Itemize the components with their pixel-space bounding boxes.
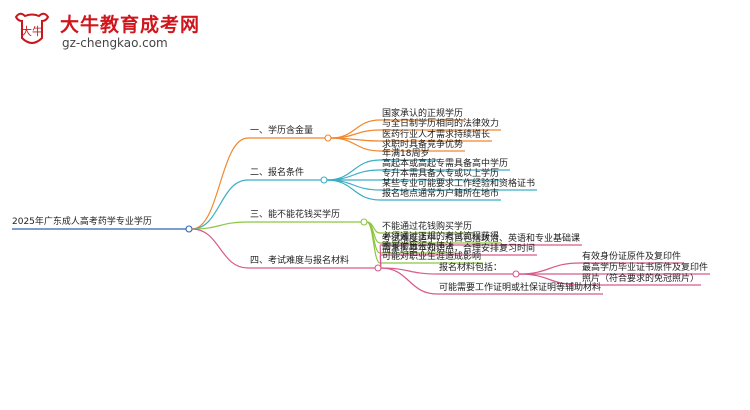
brand-url[interactable]: gz-chengkao.com: [62, 36, 168, 50]
branch-1-item-3-link: [326, 179, 381, 191]
branch-1-item-4-link: [326, 179, 381, 201]
branch-3-tail-0[interactable]: 可能需要工作证明或社保证明等辅助材料: [439, 283, 602, 293]
branch-1-label[interactable]: 二、报名条件: [250, 168, 305, 178]
branch-3-sub-item-2-link: [518, 273, 581, 286]
branch-3-label[interactable]: 四、考试难度与报名材料: [250, 256, 350, 266]
branch-0-connector-dot: [324, 134, 332, 142]
branch-2-item-3[interactable]: 可能对职业生涯造成影响: [382, 252, 482, 262]
branch-1-item-1-link: [326, 169, 381, 181]
branch-3-item-1[interactable]: 需掌握基本知识点，合理安排复习时间: [382, 244, 536, 254]
branch-0-label[interactable]: 一、学历含金量: [250, 126, 314, 136]
branch-0-item-3[interactable]: 求职时具备竞争优势: [382, 140, 464, 150]
branch-0-item-1[interactable]: 与全日制学历相同的法律效力: [382, 119, 500, 129]
branch-3-sub-item-2[interactable]: 照片（符合要求的免冠照片）: [582, 274, 700, 284]
branch-3-item-0[interactable]: 考试难度适中，科目包括政治、英语和专业基础课: [382, 234, 581, 244]
branch-1-item-1[interactable]: 高起本或高起专需具备高中学历: [382, 159, 509, 169]
branch-0-item-0[interactable]: 国家承认的正规学历: [382, 109, 464, 119]
branch-1-link: [191, 179, 249, 230]
branch-3-sub-item-1[interactable]: 最高学历毕业证书原件及复印件: [582, 263, 709, 273]
branch-1-item-3[interactable]: 某些专业可能要求工作经验和资格证书: [382, 179, 536, 189]
branch-0-link: [191, 137, 249, 230]
branch-2-label[interactable]: 三、能不能花钱买学历: [250, 210, 341, 220]
branch-2-connector-dot: [360, 218, 368, 226]
branch-1-item-4[interactable]: 报名地点通常为户籍所在地市: [382, 189, 500, 199]
logo-text: 大牛: [21, 24, 43, 38]
bull-head-logo-icon: 大牛: [14, 12, 50, 44]
branch-2-item-3-link: [366, 221, 381, 264]
branch-0-item-2[interactable]: 医药行业人才需求持续增长: [382, 130, 491, 140]
branch-3-sub-item-0-link: [518, 262, 581, 275]
branch-1-item-2[interactable]: 专升本需具备大专或以上学历: [382, 169, 500, 179]
branch-3-connector-dot: [374, 264, 382, 272]
branch-2-item-2[interactable]: 购买学历行为违法: [382, 242, 455, 252]
branch-2-link: [191, 221, 249, 230]
site-header: 大牛 大牛教育成考网 gz-chengkao.com: [10, 8, 270, 52]
brand-title[interactable]: 大牛教育成考网: [60, 14, 201, 36]
branch-3-sub-connector-dot: [512, 270, 520, 278]
root-connector-dot: [185, 225, 193, 233]
branch-3-sub-label[interactable]: 报名材料包括：: [439, 263, 503, 273]
branch-3-link: [191, 228, 249, 269]
root-node-label[interactable]: 2025年广东成人高考药学专业学历: [12, 217, 152, 227]
branch-1-connector-dot: [320, 176, 328, 184]
branch-1-item-0[interactable]: 年满18周岁: [382, 149, 430, 159]
branch-0-item-0-link: [330, 119, 381, 139]
branch-2-item-0[interactable]: 不能通过花钱购买学历: [382, 222, 473, 232]
branch-0-item-3-link: [330, 137, 381, 152]
branch-2-item-1[interactable]: 必须通过正规的考试流程获得: [382, 232, 500, 242]
branch-3-sub-item-0[interactable]: 有效身份证原件及复印件: [582, 252, 682, 262]
branch-3-tail-0-link: [380, 267, 438, 295]
